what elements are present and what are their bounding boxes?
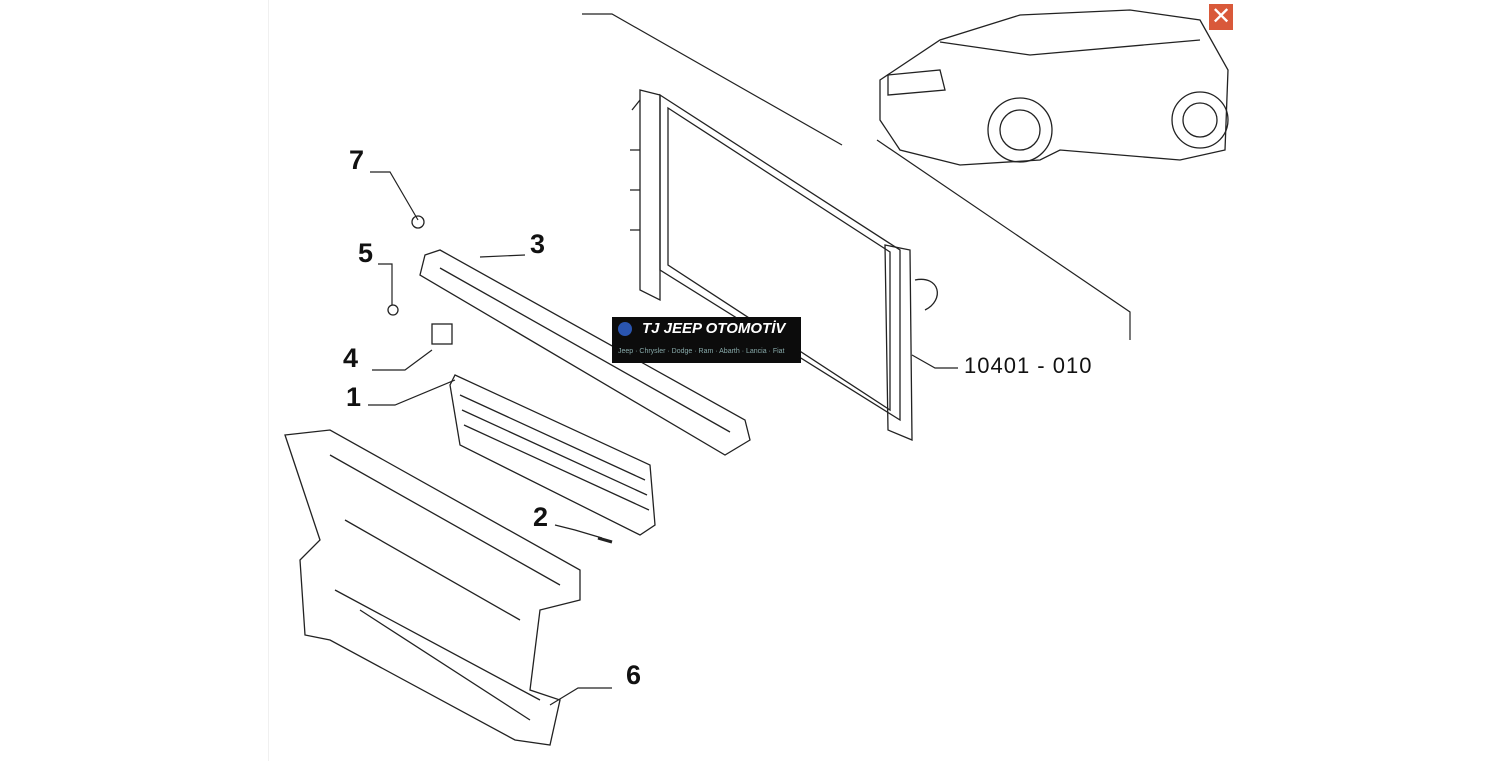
callout-5: 5	[358, 238, 374, 268]
mopar-icon	[618, 322, 632, 336]
watermark-title: TJ JEEP OTOMOTİV	[642, 320, 786, 337]
front-end-carrier	[284, 429, 581, 746]
vehicle-illustration	[879, 9, 1229, 166]
clip-7	[411, 215, 425, 229]
callout-3: 3	[530, 229, 546, 259]
callout-1: 1	[346, 382, 362, 412]
clip-5	[387, 304, 399, 316]
callout-7: 7	[349, 145, 365, 175]
watermark-brands: Jeep · Chrysler · Dodge · Ram · Abarth ·…	[618, 348, 785, 355]
part-number-label: 10401 - 010	[964, 353, 1093, 378]
upper-crossmember	[419, 249, 751, 456]
clip-4	[431, 323, 453, 345]
callout-4: 4	[343, 343, 359, 373]
leader-lines	[368, 13, 1131, 706]
callout-2: 2	[533, 502, 549, 532]
grille-shutter	[449, 374, 656, 536]
close-icon[interactable]: ✕	[1209, 3, 1233, 30]
watermark-logo: TJ JEEP OTOMOTİV Jeep · Chrysler · Dodge…	[612, 317, 801, 363]
diagram-sheet	[268, 0, 1233, 761]
callout-6: 6	[626, 660, 642, 690]
radiator	[630, 89, 938, 441]
screw-2	[597, 536, 613, 544]
